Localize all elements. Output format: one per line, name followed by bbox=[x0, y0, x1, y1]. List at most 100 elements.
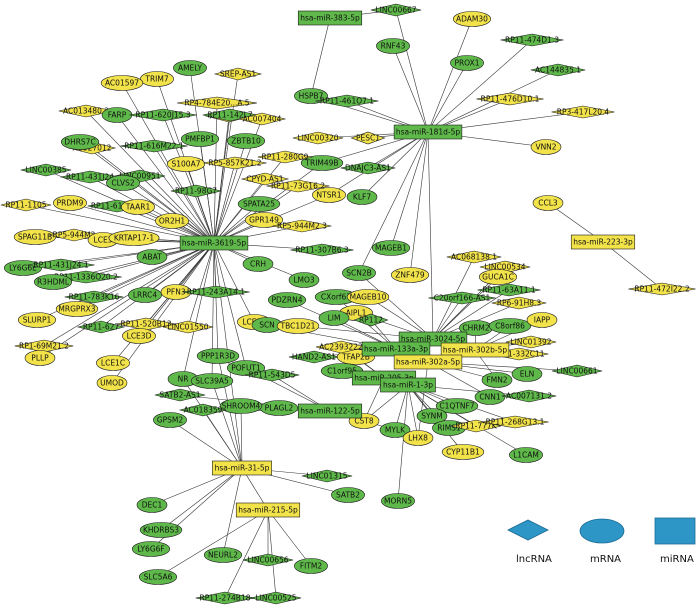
node-farp[interactable]: FARP bbox=[101, 107, 133, 123]
node-ac01597[interactable]: AC01597 bbox=[100, 75, 144, 91]
node-mir181d[interactable]: hsa-miR-181d-5p bbox=[393, 124, 463, 140]
node-khdr[interactable]: KHDRBS3 bbox=[139, 522, 183, 538]
node-rp944[interactable]: RP5-944M2.3 bbox=[272, 219, 332, 233]
node-klf7[interactable]: KLF7 bbox=[346, 189, 378, 205]
node-cnn1[interactable]: CNN1 bbox=[474, 389, 506, 405]
node-rp280[interactable]: RP11-280G9 bbox=[257, 150, 313, 164]
node-c8orf[interactable]: C8orf86 bbox=[488, 318, 532, 334]
node-linc661[interactable]: LINC00661 bbox=[551, 364, 603, 378]
node-gpsm2[interactable]: GPSM2 bbox=[153, 412, 187, 428]
node-rp112[interactable]: RP112 bbox=[353, 313, 389, 327]
node-rp472[interactable]: RP11-472I22.2 bbox=[628, 282, 696, 296]
node-trim49[interactable]: TRIM49B bbox=[300, 155, 344, 171]
node-ly6g6f[interactable]: LY6G6F bbox=[131, 541, 171, 557]
node-or2h1[interactable]: OR2H1 bbox=[155, 213, 189, 229]
node-rp307[interactable]: RP11-307B6.3 bbox=[290, 243, 354, 257]
node-mir302b[interactable]: hsa-miR-302b-5p bbox=[440, 342, 510, 358]
node-linc525[interactable]: LINC00525 bbox=[250, 591, 302, 605]
node-pdzrn[interactable]: PDZRN4 bbox=[267, 292, 307, 308]
node-linc667[interactable]: LINC00667 bbox=[370, 3, 422, 17]
node-lhx8[interactable]: LHX8 bbox=[402, 430, 434, 446]
node-pfn3[interactable]: PFN3 bbox=[160, 284, 192, 300]
node-ccl3[interactable]: CCL3 bbox=[532, 195, 564, 211]
node-ntsr[interactable]: NTSR1 bbox=[312, 187, 346, 203]
node-rp431b[interactable]: RP11-431J24.1 bbox=[27, 258, 95, 272]
node-rp69[interactable]: RP1-69M21.2 bbox=[14, 339, 74, 353]
node-pmfbp[interactable]: PMFBP1 bbox=[180, 131, 220, 147]
node-gpr149[interactable]: GPR149 bbox=[244, 212, 284, 228]
node-crh[interactable]: CRH bbox=[242, 256, 274, 272]
node-linc320[interactable]: LINC00320 bbox=[292, 131, 344, 145]
node-hand2[interactable]: HAND2-AS1 bbox=[288, 350, 340, 364]
node-krtap[interactable]: KRTAP17-1 bbox=[108, 230, 160, 246]
node-ac068[interactable]: AC068138.1 bbox=[446, 250, 502, 264]
node-linc1392[interactable]: LINC01392 bbox=[505, 335, 557, 349]
node-pesc[interactable]: PESC1 bbox=[350, 131, 386, 145]
node-abat[interactable]: ABAT bbox=[136, 249, 168, 265]
node-ac144[interactable]: AC144835.1 bbox=[530, 63, 586, 77]
node-rp3417[interactable]: RP3-417L20.4 bbox=[551, 105, 615, 119]
node-lrrc4[interactable]: LRRC4 bbox=[128, 287, 162, 303]
node-iapp[interactable]: IAPP bbox=[526, 312, 558, 328]
node-rp474[interactable]: RP11-474D1.3 bbox=[500, 33, 564, 47]
node-rp616[interactable]: RP11-616M22.1 bbox=[120, 139, 188, 153]
node-r3hdml[interactable]: R3HDML bbox=[33, 274, 73, 290]
node-mir215[interactable]: hsa-miR-215-5p bbox=[235, 502, 301, 518]
node-rp476[interactable]: RP11-476D10.1 bbox=[476, 92, 544, 106]
node-rp543[interactable]: RP11-543D5 bbox=[244, 368, 300, 382]
node-mir13[interactable]: hsa-miR-1-3p bbox=[380, 377, 436, 393]
node-mageb1[interactable]: MAGEB1 bbox=[371, 240, 411, 256]
node-mir133a[interactable]: hsa-miR-133a-3p bbox=[361, 341, 431, 357]
node-guca[interactable]: GUCA1C bbox=[478, 269, 518, 285]
node-linc1315[interactable]: LINC01315 bbox=[301, 469, 353, 483]
node-mir31[interactable]: hsa-miR-31-5p bbox=[212, 460, 272, 476]
node-satb2as[interactable]: SATB2-AS1 bbox=[154, 388, 206, 402]
node-mylk[interactable]: MYLK bbox=[379, 422, 411, 438]
node-srep[interactable]: SREP-AS1 bbox=[213, 67, 263, 81]
node-fitm2[interactable]: FITM2 bbox=[294, 558, 328, 574]
node-ac0074[interactable]: AC007404 bbox=[237, 112, 287, 126]
node-c1qtnf[interactable]: C1QTNF7 bbox=[435, 398, 479, 414]
node-neurl[interactable]: NEURL2 bbox=[203, 547, 243, 563]
node-scn2b[interactable]: SCN2B bbox=[342, 265, 376, 281]
node-lce3d[interactable]: LCE3D bbox=[122, 328, 156, 344]
node-c20orf[interactable]: C20orf166-AS1 bbox=[428, 291, 496, 305]
node-vnn2[interactable]: VNN2 bbox=[530, 139, 562, 155]
node-spag[interactable]: SPAG11B bbox=[13, 229, 57, 245]
node-dnajc3[interactable]: DNAJC3-AS1 bbox=[340, 161, 396, 175]
node-hspb7[interactable]: HSPB7 bbox=[294, 88, 328, 104]
node-shroom[interactable]: SHROOM4 bbox=[219, 398, 263, 414]
node-tbc1[interactable]: TBC1D21 bbox=[276, 318, 320, 334]
node-mir3619[interactable]: hsa-miR-3619-5p bbox=[179, 235, 249, 251]
node-zbtb[interactable]: ZBTB10 bbox=[226, 133, 266, 149]
node-slurp[interactable]: SLURP1 bbox=[17, 312, 57, 328]
node-rnf43[interactable]: RNF43 bbox=[376, 38, 410, 54]
node-mir223[interactable]: hsa-miR-223-3p bbox=[570, 234, 636, 250]
node-rp1105[interactable]: RP11-1105 bbox=[0, 198, 52, 212]
node-adam30[interactable]: ADAM30 bbox=[452, 11, 492, 27]
node-umod[interactable]: UMOD bbox=[96, 375, 128, 391]
node-ac0183[interactable]: AC018359 bbox=[178, 403, 228, 417]
node-mir383[interactable]: hsa-miR-383-5p bbox=[297, 10, 363, 26]
node-rp268[interactable]: RP11-268G13.1 bbox=[481, 415, 549, 429]
node-satb2[interactable]: SATB2 bbox=[331, 487, 365, 503]
node-prdm[interactable]: PRDM9 bbox=[53, 195, 87, 211]
node-clvs2[interactable]: CLVS2 bbox=[106, 175, 140, 191]
node-amely[interactable]: AMELY bbox=[173, 60, 207, 76]
node-rp274[interactable]: RP11-274B18 bbox=[195, 591, 255, 605]
node-mageb10[interactable]: MAGEB10 bbox=[346, 289, 390, 305]
node-rp63[interactable]: RP11-63A11.1 bbox=[477, 283, 541, 297]
node-prox1[interactable]: PROX1 bbox=[450, 55, 484, 71]
node-ac0071[interactable]: AC007131.2 bbox=[501, 389, 557, 403]
node-l1cam[interactable]: L1CAM bbox=[509, 447, 543, 463]
node-pllp[interactable]: PLLP bbox=[24, 350, 56, 366]
node-scn[interactable]: SCN bbox=[251, 317, 283, 333]
node-spata[interactable]: SPATA25 bbox=[237, 196, 281, 212]
node-synm[interactable]: SYNM bbox=[416, 408, 448, 424]
node-pofut[interactable]: POFUT1 bbox=[226, 360, 266, 376]
node-linc385[interactable]: LINC00385 bbox=[20, 163, 72, 177]
node-mir302a[interactable]: hsa-miR-302a-5p bbox=[393, 354, 463, 370]
node-mir122[interactable]: hsa-miR-122-5p bbox=[297, 403, 363, 419]
node-rp783[interactable]: RP11-783K16 bbox=[64, 290, 124, 304]
node-ac2393[interactable]: AC2393222 bbox=[315, 340, 367, 354]
